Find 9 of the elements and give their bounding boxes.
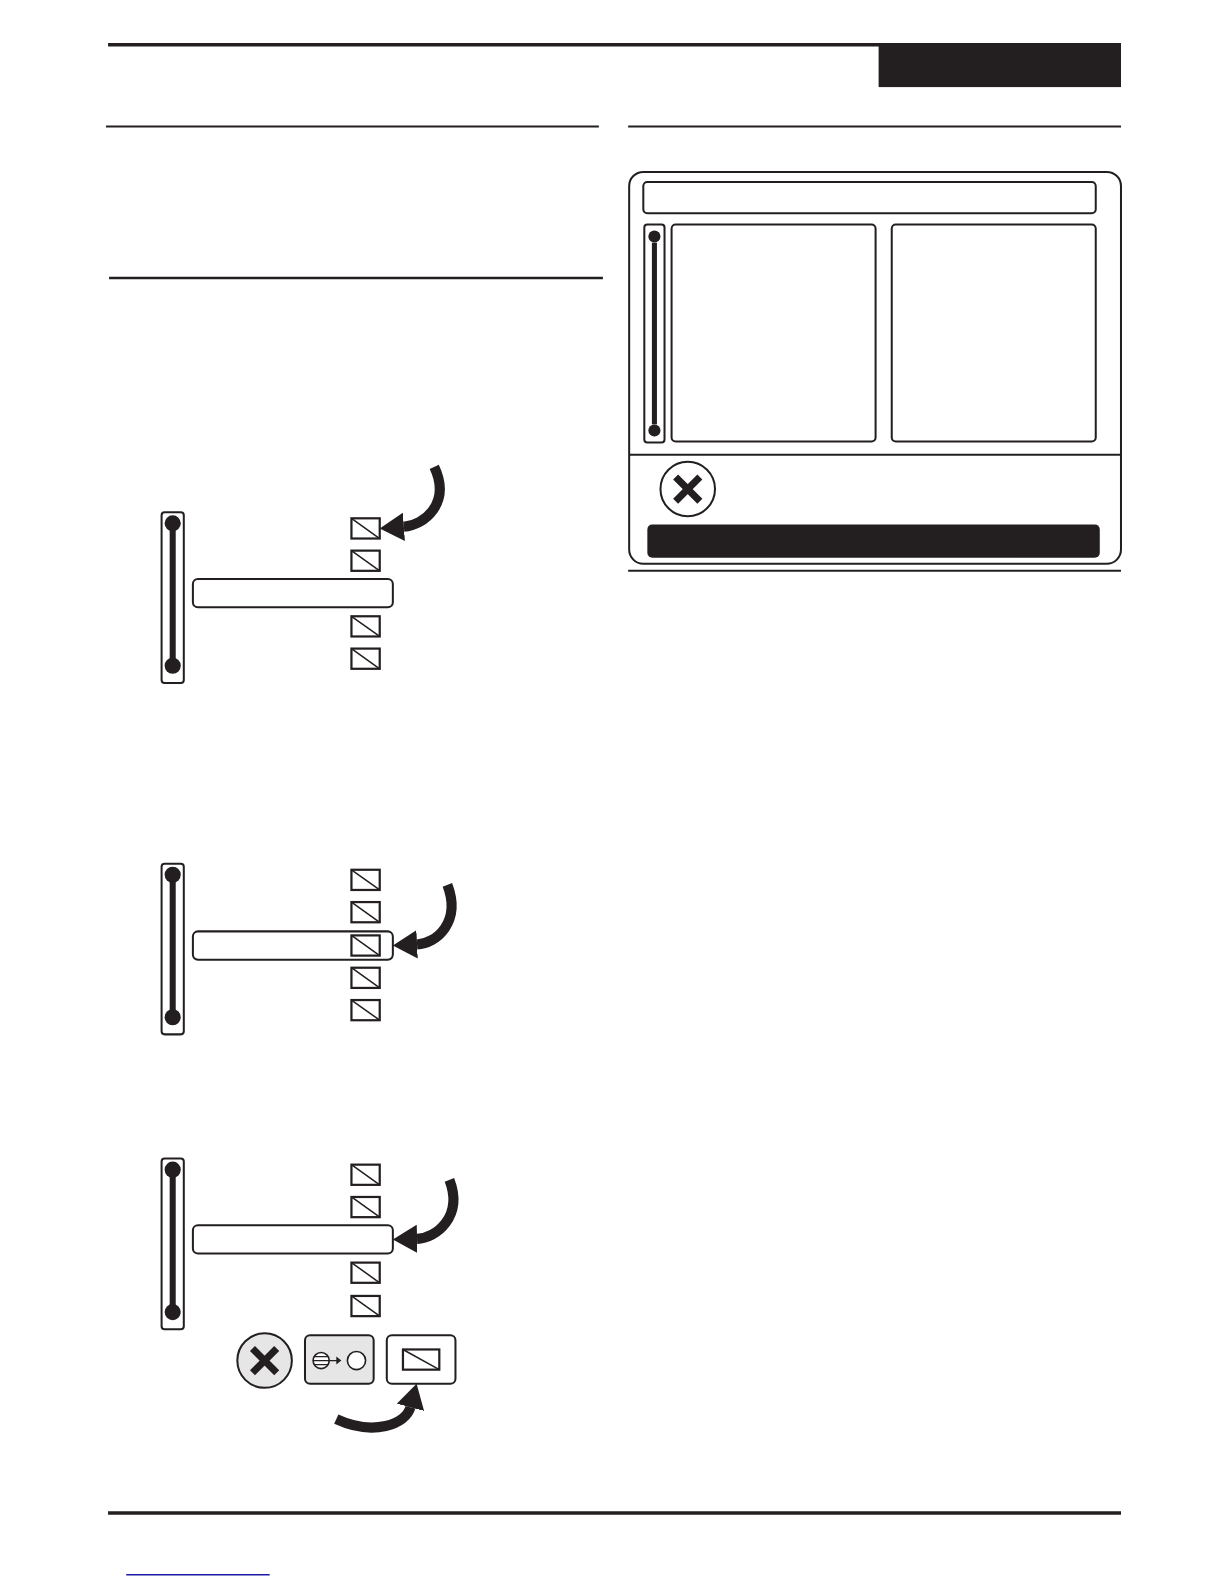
list-row [191, 1224, 394, 1255]
curved-arrow [334, 1384, 424, 1433]
curved-arrow [379, 465, 445, 541]
curved-arrow [393, 883, 457, 959]
list-row [191, 930, 394, 961]
list-row [191, 577, 394, 609]
curved-arrow [393, 1178, 459, 1253]
checkbox-icon [350, 517, 381, 540]
checkbox-button [385, 1334, 457, 1385]
